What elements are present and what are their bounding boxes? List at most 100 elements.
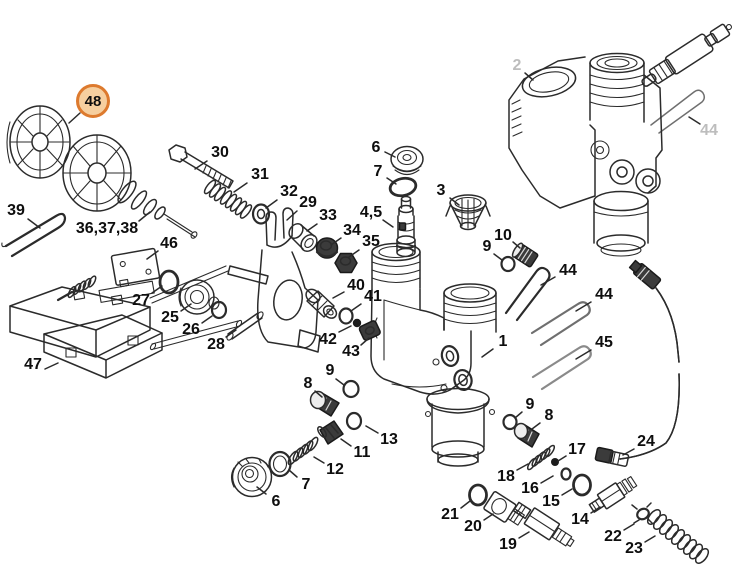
microswitch-46: [56, 247, 229, 304]
leader-line-47: [44, 362, 59, 370]
nut-34: [315, 237, 339, 259]
part-label-43[interactable]: 43: [342, 343, 360, 360]
u-clip-44-dark: [504, 266, 551, 322]
leader-line-46: [146, 250, 159, 260]
ball-17: [551, 458, 559, 466]
leader-line-28: [225, 329, 237, 338]
part-label-7a[interactable]: 7: [373, 163, 383, 180]
part-label-18[interactable]: 18: [497, 468, 515, 485]
part-label-33[interactable]: 33: [319, 207, 337, 224]
leader-line-6b: [256, 486, 267, 495]
leader-line-42: [338, 325, 352, 333]
part-label-34[interactable]: 34: [343, 222, 361, 239]
pressure-tube-24: [594, 259, 680, 467]
part-label-15[interactable]: 15: [542, 493, 560, 510]
part-label-3[interactable]: 3: [436, 182, 446, 199]
part-label-22[interactable]: 22: [604, 528, 622, 545]
plug-8-lower: [513, 422, 540, 448]
part-label-46[interactable]: 46: [160, 235, 178, 252]
leader-line-4-5: [382, 219, 394, 228]
part-label-30[interactable]: 30: [211, 144, 229, 161]
part-label-21[interactable]: 21: [441, 506, 459, 523]
part-label-28[interactable]: 28: [207, 336, 225, 353]
part-label-35[interactable]: 35: [362, 233, 380, 250]
part-label-40[interactable]: 40: [347, 277, 365, 294]
part-label-9a[interactable]: 9: [482, 238, 492, 255]
valve-cartridge-4-5: [395, 195, 417, 258]
part-label-41[interactable]: 41: [364, 288, 382, 305]
leader-line-8a: [314, 390, 323, 398]
part-label-36-37-38[interactable]: 36,37,38: [75, 220, 139, 237]
part-label-20[interactable]: 20: [464, 518, 482, 535]
leader-line-40: [332, 291, 345, 299]
part-label-16[interactable]: 16: [521, 480, 539, 497]
part-label-31[interactable]: 31: [251, 166, 269, 183]
part-label-24[interactable]: 24: [637, 433, 655, 450]
part-label-44b[interactable]: 44: [595, 286, 613, 303]
strainer-3: [445, 194, 491, 231]
leader-line-11: [340, 438, 352, 447]
part-label-45[interactable]: 45: [595, 334, 613, 351]
part-label-47[interactable]: 47: [24, 356, 42, 373]
part-label-6a[interactable]: 6: [371, 139, 381, 156]
u-clip-44-light: [530, 301, 591, 347]
o-ring-26: [210, 300, 228, 320]
ring-16: [560, 467, 572, 481]
part-label-8b[interactable]: 8: [544, 407, 554, 424]
leader-line-34: [330, 237, 342, 246]
leader-line-15: [561, 488, 573, 496]
part-label-39[interactable]: 39: [7, 202, 25, 219]
leader-line-30: [194, 160, 208, 170]
leader-line-21: [460, 500, 471, 509]
chassis-47: [9, 286, 163, 379]
part-label-8a[interactable]: 8: [303, 375, 313, 392]
part-label-6b[interactable]: 6: [271, 493, 281, 510]
leader-lines: [27, 72, 701, 543]
part-label-48[interactable]: 48: [76, 84, 110, 118]
part-label-32[interactable]: 32: [280, 183, 298, 200]
leader-line-23: [644, 535, 656, 543]
shaft-assembly-36-37-38: [117, 180, 198, 239]
leader-line-48: [68, 112, 81, 124]
part-label-2[interactable]: 2: [512, 57, 522, 74]
part-label-42[interactable]: 42: [319, 331, 337, 348]
part-label-25[interactable]: 25: [161, 309, 179, 326]
part-label-7b[interactable]: 7: [301, 476, 311, 493]
u-clip-45: [531, 345, 592, 391]
leader-line-33: [306, 223, 318, 232]
part-label-10[interactable]: 10: [494, 227, 512, 244]
leader-line-26: [201, 315, 213, 324]
part-label-1[interactable]: 1: [498, 333, 508, 350]
leader-line-12: [313, 456, 325, 464]
part-label-4-5[interactable]: 4,5: [359, 204, 383, 221]
leader-line-13: [365, 425, 379, 434]
part-label-12[interactable]: 12: [326, 461, 344, 478]
leader-line-32: [265, 199, 278, 209]
part-label-26[interactable]: 26: [182, 321, 200, 338]
bracket-29: [149, 207, 321, 353]
u-clip-top-right: [650, 89, 706, 134]
spring-12: [287, 436, 319, 466]
part-label-9b[interactable]: 9: [325, 362, 335, 379]
part-label-9c[interactable]: 9: [525, 396, 535, 413]
part-label-29[interactable]: 29: [299, 194, 317, 211]
o-ring-41: [338, 307, 354, 325]
part-label-17[interactable]: 17: [568, 441, 586, 458]
part-label-14[interactable]: 14: [571, 511, 589, 528]
o-ring-7-top: [388, 176, 418, 198]
leader-line-6a: [384, 151, 396, 158]
leader-line-39: [27, 218, 41, 229]
plug-6-top: [390, 145, 424, 176]
part-label-44c[interactable]: 44: [700, 122, 718, 139]
part-label-11[interactable]: 11: [353, 444, 371, 461]
part-label-44a[interactable]: 44: [559, 262, 577, 279]
part-label-23[interactable]: 23: [625, 540, 643, 557]
valve-cage-11: [317, 420, 344, 445]
part-label-27[interactable]: 27: [132, 292, 150, 309]
leader-line-27: [151, 285, 163, 294]
part-label-19[interactable]: 19: [499, 536, 517, 553]
leader-line-17: [557, 455, 567, 462]
part-label-13[interactable]: 13: [380, 431, 398, 448]
leader-line-35: [348, 249, 360, 258]
